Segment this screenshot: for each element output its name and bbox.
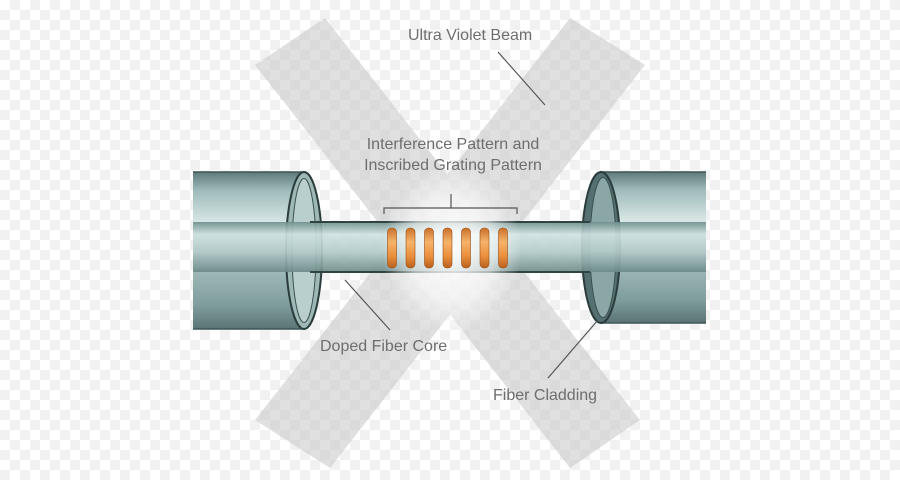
label-fiber-cladding: Fiber Cladding — [493, 387, 597, 404]
label-interference-pattern-line1: Interference Pattern and — [367, 136, 540, 153]
grating-band — [405, 227, 416, 269]
grating-band — [461, 227, 471, 269]
uv-beam-leader-line — [497, 51, 546, 106]
doped-core-leader-line — [344, 279, 391, 331]
grating-bracket — [383, 194, 518, 214]
grating-band — [442, 227, 453, 269]
grating-band — [498, 227, 508, 269]
label-interference-pattern-line2: Inscribed Grating Pattern — [364, 157, 542, 174]
label-ultra-violet-beam: Ultra Violet Beam — [408, 27, 532, 44]
label-doped-fiber-core: Doped Fiber Core — [320, 338, 447, 355]
cladding-leader-line — [547, 319, 599, 379]
grating-band — [424, 227, 434, 269]
inscribed-grating — [387, 227, 508, 269]
grating-band — [479, 227, 490, 269]
grating-band — [387, 227, 397, 269]
